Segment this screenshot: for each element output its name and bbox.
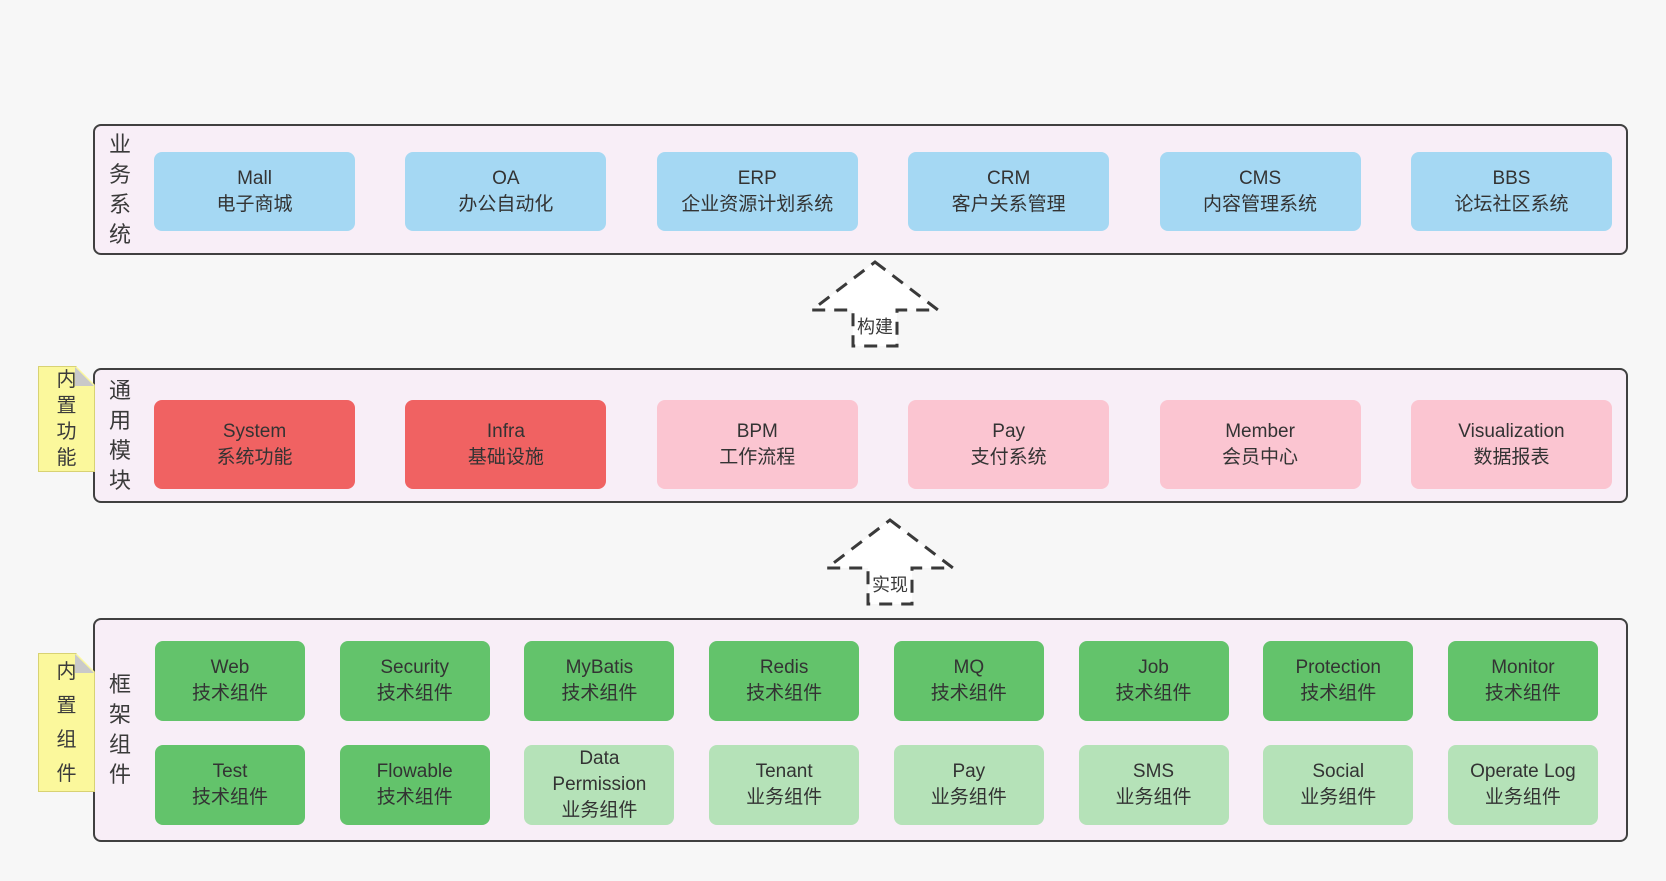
box-system: System 系统功能 [154, 400, 355, 489]
box-social: Social 业务组件 [1263, 745, 1414, 825]
box-visualization: Visualization 数据报表 [1410, 400, 1612, 489]
box-test: Test 技术组件 [155, 745, 305, 825]
box-bbs: BBS 论坛社区系统 [1410, 152, 1612, 231]
builtin-features-note-label: 内置功能 [56, 369, 77, 469]
layer-common-modules-label: 通用模块 [108, 377, 131, 493]
builtin-features-note: 内置功能 [38, 366, 95, 472]
box-bpm: BPM 工作流程 [656, 400, 858, 489]
box-mq: MQ 技术组件 [893, 641, 1044, 721]
builtin-components-note: 内置组件 [38, 653, 95, 792]
build-arrow: 构建 [810, 260, 940, 348]
box-protection: Protection 技术组件 [1263, 641, 1414, 721]
build-arrow-label: 构建 [857, 317, 893, 337]
box-monitor: Monitor 技术组件 [1447, 641, 1598, 721]
box-pay-module: Pay 支付系统 [908, 400, 1110, 489]
box-oa: OA 办公自动化 [405, 152, 607, 231]
box-web: Web 技术组件 [155, 641, 305, 721]
layer-framework-components: 框架组件 Web 技术组件 Security 技术组件 MyBatis 技术组件… [93, 618, 1628, 842]
common-modules-row: System 系统功能 Infra 基础设施 BPM 工作流程 Pay 支付系统… [154, 400, 1612, 489]
folded-corner-icon [75, 367, 94, 386]
layer-business-systems: 业务系统 Mall 电子商城 OA 办公自动化 ERP 企业资源计划系统 CRM… [93, 124, 1628, 255]
box-sms: SMS 业务组件 [1078, 745, 1229, 825]
box-erp: ERP 企业资源计划系统 [656, 152, 858, 231]
framework-components-row-2: Test 技术组件 Flowable 技术组件 Data Permission … [155, 745, 1598, 825]
implement-arrow-label: 实现 [872, 575, 908, 595]
layer-framework-components-label: 框架组件 [108, 672, 131, 787]
box-job: Job 技术组件 [1078, 641, 1229, 721]
box-flowable: Flowable 技术组件 [339, 745, 490, 825]
box-mybatis: MyBatis 技术组件 [524, 641, 675, 721]
box-member: Member 会员中心 [1159, 400, 1361, 489]
folded-corner-icon [75, 654, 94, 673]
box-cms: CMS 内容管理系统 [1159, 152, 1361, 231]
layer-common-modules: 通用模块 System 系统功能 Infra 基础设施 BPM 工作流程 Pay… [93, 368, 1628, 503]
box-pay-component: Pay 业务组件 [893, 745, 1044, 825]
builtin-components-note-label: 内置组件 [56, 660, 77, 785]
box-mall: Mall 电子商城 [154, 152, 355, 231]
framework-components-row-1: Web 技术组件 Security 技术组件 MyBatis 技术组件 Redi… [155, 641, 1598, 721]
up-block-arrow-icon [825, 518, 955, 606]
box-crm: CRM 客户关系管理 [908, 152, 1110, 231]
implement-arrow: 实现 [825, 518, 955, 606]
box-operate-log: Operate Log 业务组件 [1447, 745, 1598, 825]
box-security: Security 技术组件 [339, 641, 490, 721]
box-data-permission: Data Permission 业务组件 [524, 745, 675, 825]
layer-business-systems-label: 业务系统 [108, 131, 131, 247]
box-redis: Redis 技术组件 [709, 641, 860, 721]
box-infra: Infra 基础设施 [405, 400, 607, 489]
up-block-arrow-icon [810, 260, 940, 348]
business-systems-row: Mall 电子商城 OA 办公自动化 ERP 企业资源计划系统 CRM 客户关系… [154, 152, 1612, 231]
box-tenant: Tenant 业务组件 [709, 745, 860, 825]
